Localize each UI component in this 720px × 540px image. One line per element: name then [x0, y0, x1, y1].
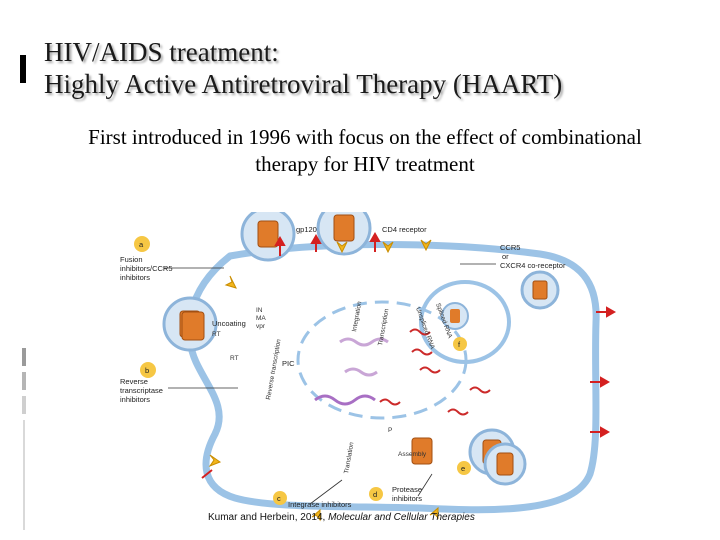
label-integrase-inhibitors: Integrase inhibitors	[288, 500, 352, 509]
label-reverse-transcription: Reverse transcription	[265, 338, 283, 400]
label-cd4: CD4 receptor	[382, 225, 427, 234]
title-accent-bar	[20, 55, 26, 83]
label-p: P	[388, 427, 392, 434]
label-protease-1: Protease	[392, 485, 422, 494]
marker-e-label: e	[461, 464, 465, 473]
label-protease-2: inhibitors	[392, 494, 422, 503]
label-rti-3: inhibitors	[120, 395, 150, 404]
label-fusion-3: inhibitors	[120, 273, 150, 282]
slide-subtitle: First introduced in 1996 with focus on t…	[88, 125, 642, 176]
label-ma: MA	[256, 315, 266, 322]
virion-top-2	[316, 212, 372, 256]
title-line-1: HIV/AIDS treatment:	[44, 37, 279, 67]
citation-authors: Kumar and Herbein, 2014,	[208, 512, 326, 523]
label-unspliced-rna: Unspliced RNA	[414, 306, 436, 350]
side-accent-bar-3	[22, 396, 26, 414]
label-gp120: gp120	[296, 225, 317, 234]
virion-right	[520, 270, 560, 310]
label-in: IN	[256, 307, 263, 314]
label-assembly: Assembly	[398, 451, 427, 458]
haart-figure: gp120 CD4 receptor CCR5 or CXCR4 co-rece…	[120, 212, 650, 532]
virion-top-1	[240, 212, 296, 262]
label-fusion-1: Fusion	[120, 255, 143, 264]
label-cxcr4: CXCR4 co-receptor	[500, 261, 566, 270]
side-accent-bar-1	[22, 348, 26, 366]
label-uncoating: Uncoating	[212, 319, 246, 328]
uncoating-capsid	[181, 311, 205, 341]
marker-e: e	[457, 461, 471, 475]
virion-released	[483, 442, 527, 486]
label-pic: PIC	[282, 359, 295, 368]
citation-journal: Molecular and Cellular Therapies	[328, 512, 475, 523]
label-fusion-2: inhibitors/CCR5	[120, 264, 173, 273]
assembly-capsid	[411, 437, 433, 465]
title-line-2: Highly Active Antiretroviral Therapy (HA…	[44, 69, 563, 99]
label-integration: Integration	[351, 301, 363, 333]
label-ccr5: CCR5	[500, 243, 520, 252]
label-rti-1: Reverse	[120, 377, 148, 386]
side-accent-bar-2	[22, 372, 26, 390]
figure-citation: Kumar and Herbein, 2014, Molecular and C…	[208, 512, 538, 523]
marker-f-label: f	[458, 340, 461, 349]
budding-vesicle	[419, 280, 511, 364]
label-or: or	[502, 252, 509, 261]
rna-strands	[379, 328, 491, 416]
marker-d: d	[369, 487, 383, 501]
marker-f: f	[453, 337, 467, 351]
label-rti-2: transcriptase	[120, 386, 163, 395]
marker-d-label: d	[373, 490, 377, 499]
cd4-receptors	[201, 231, 617, 479]
ccr5-coreceptors	[208, 239, 439, 522]
marker-b-label: b	[145, 366, 149, 375]
marker-c: c	[273, 491, 287, 505]
label-rt-2: RT	[230, 355, 239, 362]
cell-membrane	[185, 241, 600, 514]
virion-in-vesicle	[441, 302, 469, 330]
pointer-lines	[164, 263, 496, 505]
marker-b: b	[140, 362, 156, 378]
label-rt-1: RT	[212, 331, 221, 338]
side-accent-line	[23, 420, 25, 530]
hiv-lifecycle-diagram: gp120 CD4 receptor CCR5 or CXCR4 co-rece…	[120, 212, 617, 522]
slide-title: HIV/AIDS treatment: Highly Active Antire…	[44, 36, 684, 100]
label-vpr: vpr	[256, 323, 266, 330]
marker-a-label: a	[139, 240, 144, 249]
marker-a: a	[134, 236, 150, 252]
label-translation: Translation	[343, 441, 356, 474]
marker-c-label: c	[277, 494, 281, 503]
integrated-dna	[314, 337, 389, 406]
